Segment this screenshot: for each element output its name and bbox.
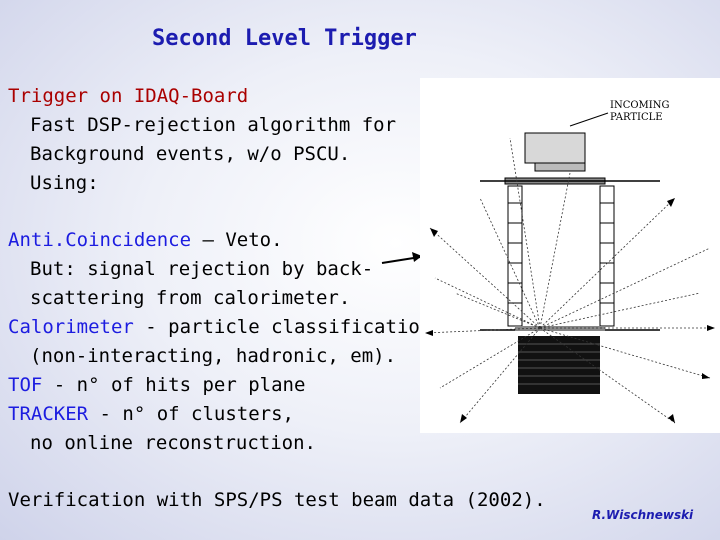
text-line: (non-interacting, hadronic, em). (30, 345, 397, 367)
text-line: scattering from calorimeter. (30, 287, 351, 309)
tracker-frame-right (599, 185, 615, 327)
text-line: Anti.Coincidence – Veto. (8, 229, 283, 251)
label-leader-line (569, 112, 609, 127)
keyword-tracker: TRACKER (8, 403, 89, 425)
page-title: Second Level Trigger (152, 26, 417, 51)
calorimeter-block (518, 336, 600, 394)
text-line: Calorimeter - particle classification (8, 316, 431, 338)
text-line: Trigger on IDAQ-Board (8, 85, 249, 107)
detector-diagram: INCOMING PARTICLE (420, 78, 720, 433)
tracker-planes (508, 202, 614, 304)
keyword-tof: TOF (8, 374, 43, 396)
pointer-arrow (381, 252, 422, 264)
calorimeter-layers (518, 343, 600, 385)
text-line: Using: (30, 172, 99, 194)
keyword-calorimeter: Calorimeter (8, 316, 134, 338)
incoming-particle-label-2: PARTICLE (610, 112, 663, 123)
track-arrowheads (425, 198, 715, 423)
top-plate (534, 162, 586, 172)
text-line: Background events, w/o PSCU. (30, 143, 351, 165)
text-line: TOF - n° of hits per plane (8, 374, 305, 396)
text-segment: – Veto. (191, 229, 283, 251)
top-scintillator (524, 132, 586, 164)
tof-plane-middle (515, 326, 605, 331)
author-credit: R.Wischnewski (592, 508, 694, 522)
text-line: Verification with SPS/PS test beam data … (8, 489, 546, 511)
text-line: Fast DSP-rejection algorithm for (30, 114, 397, 136)
text-line: But: signal rejection by back- (30, 258, 374, 280)
text-segment: - n° of clusters, (88, 403, 294, 425)
text-line: TRACKER - n° of clusters, (8, 403, 294, 425)
text-segment: - particle classification (133, 316, 432, 338)
incoming-particle-label-1: INCOMING (610, 100, 669, 111)
text-line: no online reconstruction. (30, 432, 316, 454)
text-segment: - n° of hits per plane (42, 374, 306, 396)
shower-tracks (424, 137, 715, 424)
keyword-anticoincidence: Anti.Coincidence (8, 229, 192, 251)
